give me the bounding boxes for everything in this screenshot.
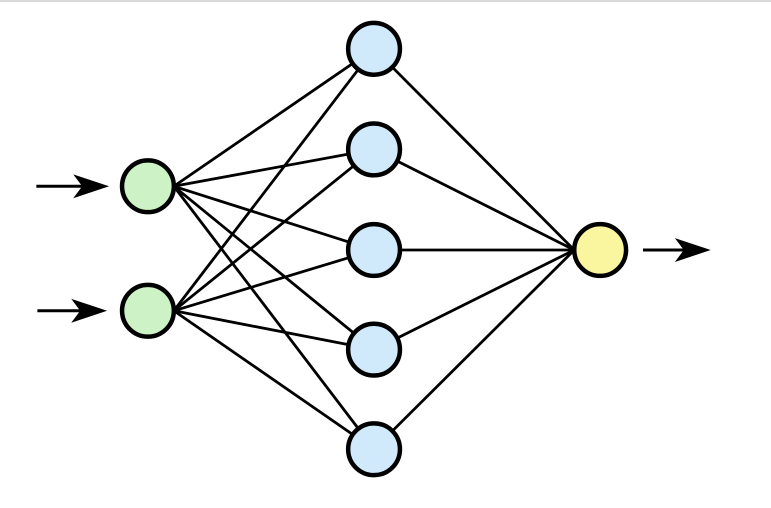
edge-input-2-to-hidden-4 [173,309,375,351]
edge-input-1-to-hidden-4 [172,185,375,351]
edge-hidden-1-to-output-1 [373,47,576,252]
edge-hidden-5-to-output-1 [373,249,576,451]
input-arrow-2-head [71,298,108,323]
edge-input-1-to-hidden-1 [173,47,375,188]
arrows-group [36,174,711,323]
edge-input-2-to-hidden-5 [173,309,375,451]
hidden-node-5 [345,421,403,478]
input-node-1 [119,158,177,215]
hidden-node-4 [345,321,403,378]
input-arrow-2 [37,298,108,323]
output-arrow-head [674,238,711,262]
edge-hidden-2-to-output-1 [373,148,575,252]
hidden-node-3 [345,221,403,279]
output-arrow [642,238,711,262]
window-top-border [0,0,771,2]
edge-input-1-to-hidden-2 [173,148,375,188]
edge-input-1-to-hidden-5 [172,185,376,451]
input-arrow-1 [36,174,110,199]
edge-input-2-to-hidden-2 [172,148,375,312]
edge-input-2-to-hidden-3 [173,248,375,313]
edge-hidden-4-to-output-1 [373,248,575,351]
hidden-node-1 [345,20,403,77]
edge-input-2-to-hidden-1 [172,47,376,312]
nodes-group [119,20,629,478]
edge-input-1-to-hidden-3 [173,184,375,252]
hidden-node-2 [345,121,403,178]
input-node-2 [119,282,177,339]
output-node-1 [572,221,629,279]
input-arrow-1-head [73,174,110,199]
edges-group [172,47,576,451]
